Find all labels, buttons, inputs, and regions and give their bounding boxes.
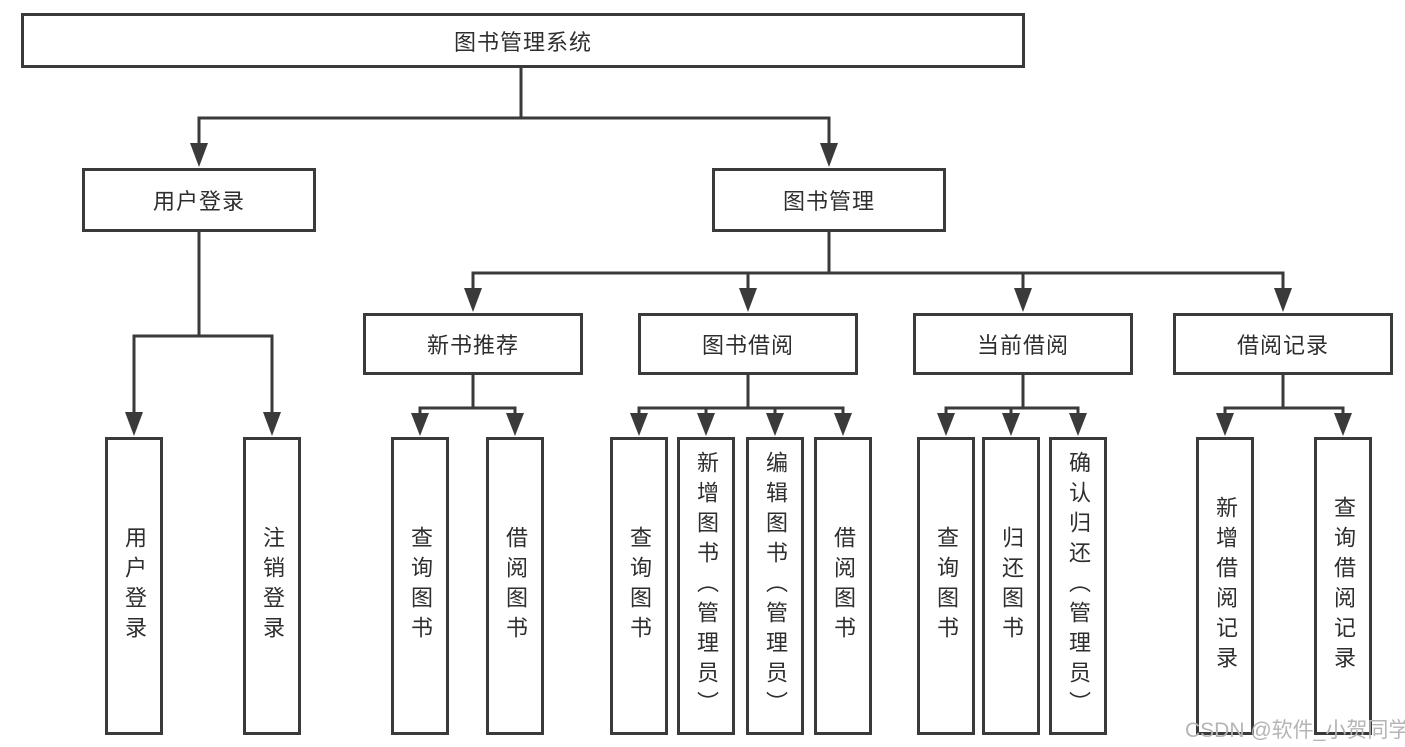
leaf-add-book-admin-label: 新增图书（管理员）: [694, 451, 719, 721]
leaf-edit-book-admin: 编辑图书（管理员）: [746, 437, 804, 735]
arrowhead-icon: [464, 288, 482, 312]
csdn-watermark: CSDN @软件_小贺同学: [1185, 719, 1405, 742]
leaf-return-book-label: 归还图书: [999, 526, 1024, 646]
arrowhead-icon: [125, 412, 143, 436]
connector-mgmt-to-level3: [464, 230, 1292, 312]
arrowhead-icon: [697, 413, 715, 436]
leaf-query-books-current-label: 查询图书: [934, 526, 959, 646]
node-borrow-records: 借阅记录: [1173, 313, 1393, 375]
arrowhead-icon: [1014, 288, 1032, 312]
arrowhead-icon: [1334, 413, 1352, 436]
node-root-label: 图书管理系统: [453, 29, 592, 55]
arrowhead-icon: [1002, 413, 1020, 436]
node-book-management-label: 图书管理: [782, 189, 875, 214]
leaf-query-books-recommend: 查询图书: [391, 437, 449, 735]
leaf-add-book-admin: 新增图书（管理员）: [677, 437, 735, 735]
leaf-query-books-borrow-label: 查询图书: [627, 526, 652, 646]
node-user-login: 用户登录: [82, 168, 316, 232]
arrowhead-icon: [1216, 413, 1234, 436]
leaf-query-books-current: 查询图书: [917, 437, 975, 735]
arrowhead-icon: [937, 413, 955, 436]
arrowhead-icon: [820, 143, 838, 167]
node-book-management: 图书管理: [712, 168, 946, 232]
leaf-query-borrow-record-label: 查询借阅记录: [1331, 496, 1356, 676]
arrowhead-icon: [834, 413, 852, 436]
arrowhead-icon: [1274, 288, 1292, 312]
arrowhead-icon: [766, 413, 784, 436]
node-book-borrow: 图书借阅: [638, 313, 858, 375]
leaf-borrow-books-recommend: 借阅图书: [486, 437, 544, 735]
arrowhead-icon: [506, 413, 524, 436]
leaf-add-borrow-record: 新增借阅记录: [1196, 437, 1254, 735]
node-new-book-recommend: 新书推荐: [363, 313, 583, 375]
arrowhead-icon: [411, 413, 429, 436]
leaf-return-book: 归还图书: [982, 437, 1040, 735]
leaf-edit-book-admin-label: 编辑图书（管理员）: [763, 451, 788, 721]
leaf-confirm-return-admin-label: 确认归还（管理员）: [1066, 451, 1091, 721]
node-book-borrow-label: 图书借阅: [701, 333, 794, 358]
leaf-query-borrow-record: 查询借阅记录: [1314, 437, 1372, 735]
arrowhead-icon: [739, 288, 757, 312]
leaf-logout: 注销登录: [243, 437, 301, 735]
leaf-borrow-books-recommend-label: 借阅图书: [503, 526, 528, 646]
leaf-query-books-recommend-label: 查询图书: [408, 526, 433, 646]
connector-group1: [630, 373, 852, 436]
leaf-user-login: 用户登录: [105, 437, 163, 735]
node-root: 图书管理系统: [21, 13, 1025, 68]
arrowhead-icon: [1069, 413, 1087, 436]
leaf-borrow-books-label: 借阅图书: [831, 526, 856, 646]
arrowhead-icon: [190, 143, 208, 167]
connector-root-to-level2: [190, 66, 838, 167]
connector-group3: [1216, 373, 1352, 436]
connector-group2: [937, 373, 1087, 436]
node-borrow-records-label: 借阅记录: [1236, 333, 1329, 358]
node-new-book-recommend-label: 新书推荐: [426, 333, 519, 358]
connector-group0: [411, 373, 524, 436]
node-user-login-label: 用户登录: [152, 189, 245, 214]
arrowhead-icon: [630, 413, 648, 436]
leaf-confirm-return-admin: 确认归还（管理员）: [1049, 437, 1107, 735]
leaf-logout-label: 注销登录: [260, 526, 285, 646]
leaf-add-borrow-record-label: 新增借阅记录: [1213, 496, 1238, 676]
leaf-query-books-borrow: 查询图书: [610, 437, 668, 735]
node-current-borrow-label: 当前借阅: [976, 333, 1069, 358]
leaf-borrow-books: 借阅图书: [814, 437, 872, 735]
leaf-user-login-label: 用户登录: [122, 526, 147, 646]
arrowhead-icon: [263, 412, 281, 436]
node-current-borrow: 当前借阅: [913, 313, 1133, 375]
connector-user-branch: [125, 230, 281, 436]
